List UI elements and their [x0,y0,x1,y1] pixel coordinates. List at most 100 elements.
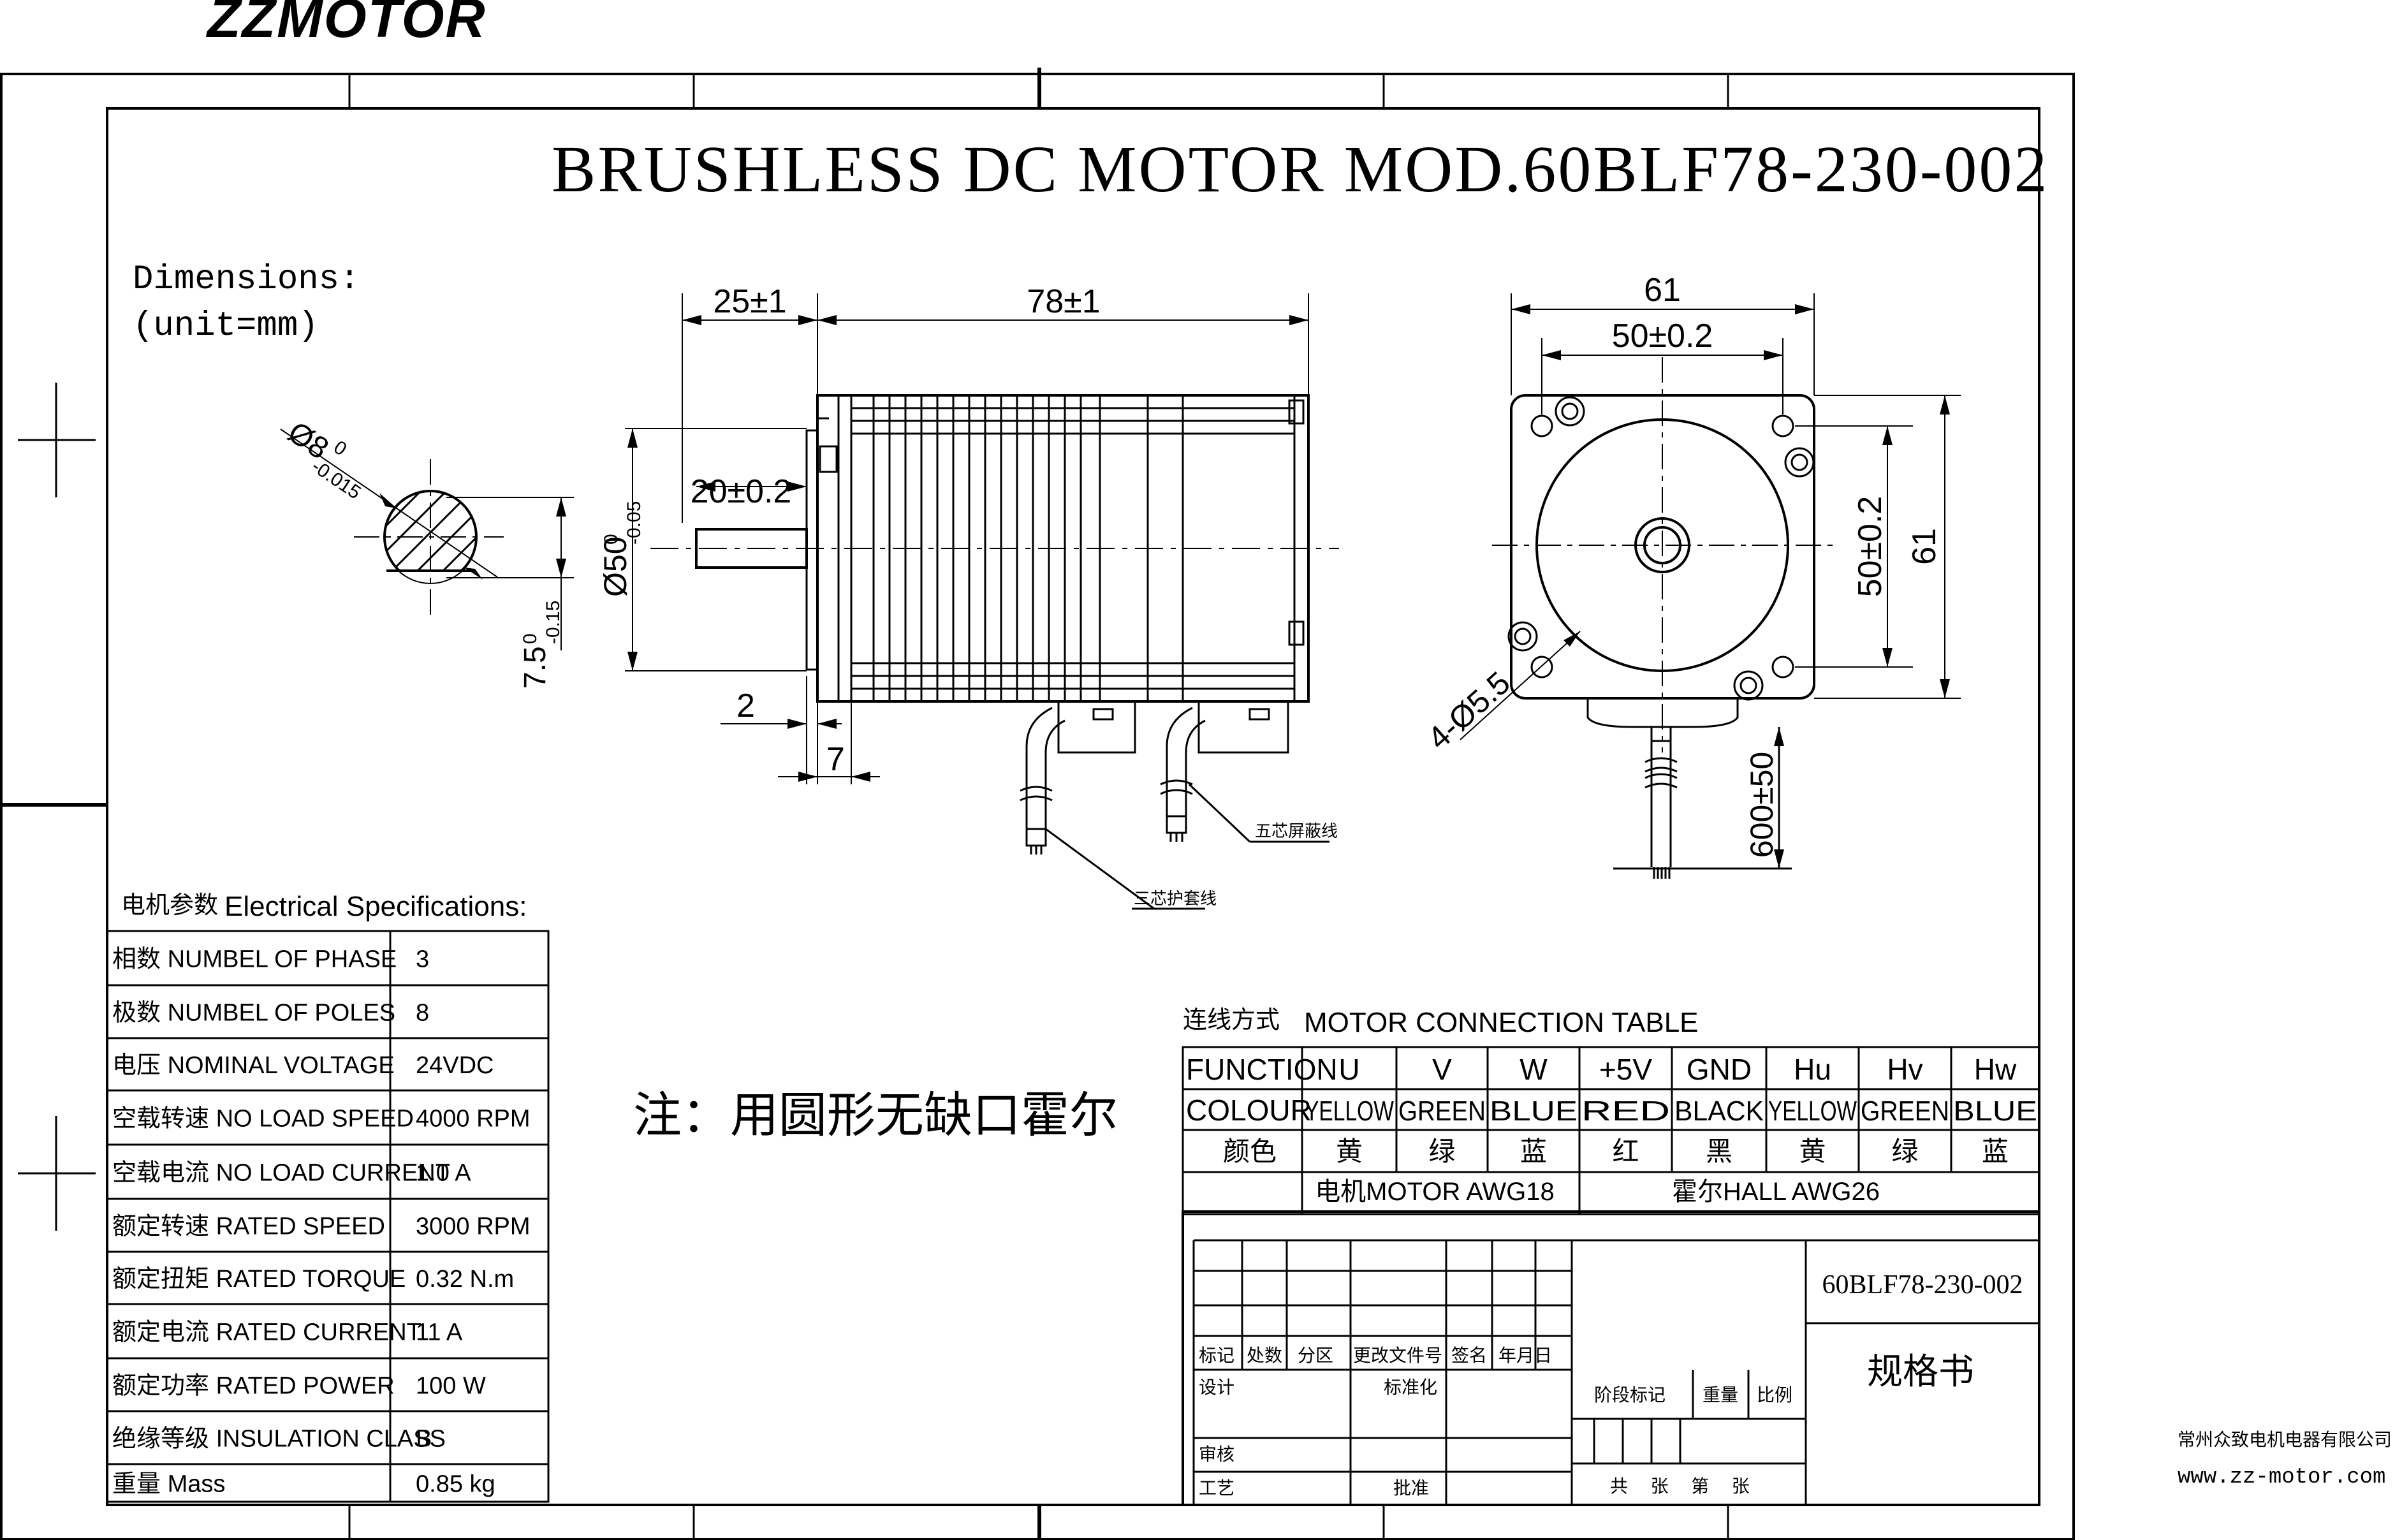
spec-label-cn: 额定功率 [112,1372,209,1400]
stage-mark-label: 阶段标记 [1594,1384,1666,1405]
wire-colour-cn: 绿 [1891,1136,1918,1167]
wire-function: W [1520,1053,1548,1086]
wire-colour-cn: 红 [1612,1136,1639,1167]
spec-label: 空载转速 NO LOAD SPEED [112,1104,414,1133]
drawing-title: BRUSHLESS DC MOTOR MOD.60BLF78-230-002 [552,133,2049,206]
wire-function: GND [1687,1053,1752,1086]
colour-row-label: COLOUR [1186,1094,1312,1127]
title-block-model: 60BLF78-230-002 [1822,1270,2023,1300]
spec-value: 8 [416,1000,429,1027]
spec-label: 绝缘等级 INSULATION CLASS [112,1425,446,1453]
sheathed-cable-label: 三芯护套线 [1134,890,1217,909]
scale-label: 比例 [1757,1384,1792,1405]
function-row-label: FUNCTION [1186,1053,1338,1086]
spec-value: 100 W [416,1373,486,1400]
mounting-holes-dim: 4-Ø5.5 [1421,664,1517,756]
spec-row: 额定功率 RATED POWER 100 W [112,1372,486,1400]
wire-function: Hw [1974,1053,2017,1086]
spec-label-en: NUMBEL OF PHASE [168,946,397,973]
flange-step-dim: 7 [826,741,845,778]
title-block: 60BLF78-230-002 规格书 标记 处数 分区 更改文件号 签名 年月… [1182,1210,2040,1506]
electrical-header-cn: 电机参数 [121,891,218,919]
spec-label: 相数 NUMBEL OF PHASE [112,945,397,973]
spec-label-cn: 相数 [112,945,161,973]
body-length-dim: 78±1 [1027,283,1100,320]
drawing-frame [0,68,2075,1540]
header-count: 处数 [1247,1345,1282,1366]
wire-colour: YELLOW [1768,1096,1857,1127]
shaft-flat-tol-upper: 0 [520,633,541,644]
spec-label: 额定扭矩 RATED TORQUE [112,1265,406,1293]
wire-function: U [1338,1053,1359,1086]
approve-label: 批准 [1393,1478,1429,1499]
header-signature: 签名 [1451,1345,1487,1366]
process-label: 工艺 [1199,1478,1234,1499]
wire-colour: YELLOW [1305,1096,1394,1127]
spec-label-en: INSULATION CLASS [216,1426,446,1453]
spec-label: 重量 Mass [112,1470,225,1498]
title-block-doc-type: 规格书 [1867,1351,1974,1393]
spec-value: 3 [416,946,429,973]
spec-value: B [416,1426,432,1453]
spec-label-cn: 极数 [112,999,161,1027]
colour-cn-row-label: 颜色 [1223,1136,1277,1167]
spec-label: 空载电流 NO LOAD CURRENT [112,1159,450,1187]
wire-colour-cn: 绿 [1428,1136,1455,1167]
shaft-dia-tol-lower: -0.015 [308,456,365,504]
wire-colour-cn: 黑 [1706,1136,1732,1167]
wire-function: Hu [1794,1053,1831,1086]
wire-colour-cn: 黄 [1336,1136,1363,1167]
spec-row: 额定转速 RATED SPEED 3000 RPM [112,1212,531,1240]
wire-colour: BLUE [1490,1096,1578,1127]
front-hole-spacing-v-dim: 50±0.2 [1852,496,1889,598]
shaft-flat-tol-lower: -0.15 [543,601,564,644]
pilot-dia-tol-lower: -0.05 [624,501,645,545]
connection-column: +5V RED 红 [1581,1053,1670,1167]
spec-label-cn: 额定扭矩 [112,1265,209,1293]
wire-function: +5V [1599,1053,1652,1086]
header-change-doc: 更改文件号 [1353,1345,1442,1366]
spec-label-en: NO LOAD CURRENT [216,1160,450,1187]
wire-colour: RED [1581,1096,1670,1127]
wire-colour-cn: 蓝 [1982,1136,2009,1167]
spec-label-cn: 额定转速 [112,1212,209,1240]
spec-label-en: RATED POWER [216,1373,395,1400]
spec-label-cn: 空载转速 [112,1104,209,1133]
spec-label-en: RATED SPEED [216,1214,385,1240]
review-label: 审核 [1199,1444,1234,1465]
spec-value: 0.32 N.m [416,1266,514,1293]
spec-label: 额定电流 RATED CURRENT [112,1318,421,1346]
shielded-cable-label: 五芯屏蔽线 [1255,822,1338,841]
weight-label: 重量 [1703,1384,1738,1405]
wire-colour: BLACK [1674,1096,1764,1127]
pilot-dia-label: Ø50 [597,536,633,597]
spec-label: 极数 NUMBEL OF POLES [112,999,395,1027]
spec-label-cn: 额定电流 [112,1318,209,1346]
company-website: www.zz-motor.com [2178,1465,2385,1490]
spec-value: 3000 RPM [416,1214,531,1240]
design-label: 设计 [1199,1377,1234,1398]
header-mark: 标记 [1199,1345,1234,1366]
spec-label-en: Mass [168,1471,226,1498]
wire-colour: BLUE [1953,1096,2037,1127]
flange-length-dim: 25±1 [713,283,786,320]
shaft-section: Ø8 0 -0.015 7.5 0 -0.15 [280,415,574,689]
company-name: 常州众致电机电器有限公司 [2178,1429,2392,1450]
spec-label-cn: 空载电流 [112,1159,209,1187]
connection-table: 连线方式 MOTOR CONNECTION TABLE FUNCTION COL… [1182,1006,2040,1215]
side-view: 25±1 78±1 [597,283,1339,910]
hall-note: 注：用圆形无缺口霍尔 [633,1087,1118,1143]
spec-label-cn: 重量 [112,1470,161,1498]
wire-colour: GREEN [1861,1096,1949,1127]
lead-length-dim: 600±50 [1744,752,1780,858]
shaft-flat-label: 7.5 [518,646,552,689]
connection-header-cn: 连线方式 [1183,1006,1280,1034]
